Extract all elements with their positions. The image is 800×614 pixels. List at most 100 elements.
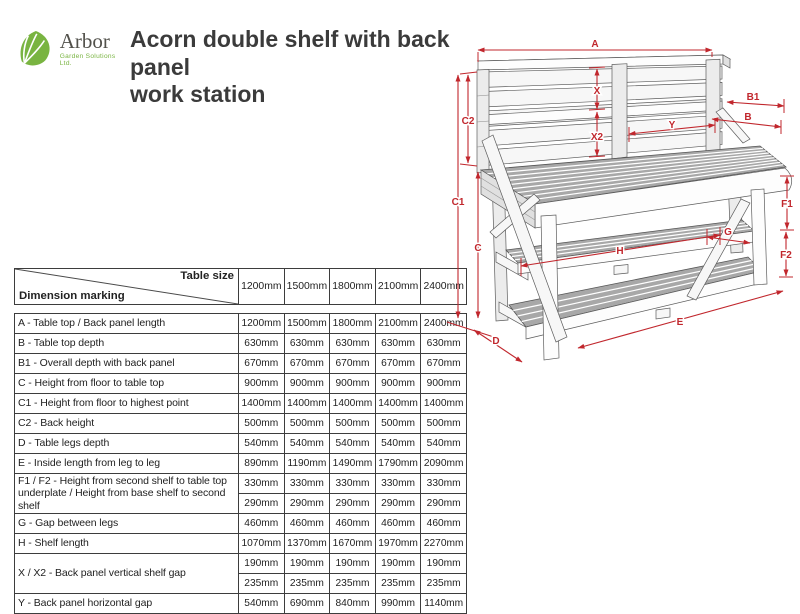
row-value: 1500mm bbox=[283, 313, 331, 334]
row-value: 1190mm bbox=[283, 453, 331, 474]
row-value: 1800mm bbox=[329, 313, 376, 334]
dim-label-H: H bbox=[616, 246, 623, 257]
row-value: 235mm bbox=[238, 573, 285, 594]
page-title: Acorn double shelf with back panel work … bbox=[130, 26, 500, 109]
row-value: 235mm bbox=[329, 573, 376, 594]
size-column-header: 1500mm bbox=[283, 268, 331, 305]
row-value: 900mm bbox=[329, 373, 376, 394]
middle-shelf bbox=[495, 219, 755, 281]
row-value: 670mm bbox=[374, 353, 422, 374]
brand-name: Arbor bbox=[59, 29, 110, 53]
row-value: 500mm bbox=[329, 413, 376, 434]
diagonal-divider bbox=[15, 269, 238, 304]
row-value: 540mm bbox=[420, 433, 467, 454]
row-value: 1400mm bbox=[374, 393, 422, 414]
row-value: 630mm bbox=[238, 333, 285, 354]
row-value: 1400mm bbox=[329, 393, 376, 414]
row-value: 330mm bbox=[238, 473, 285, 494]
row-value: 990mm bbox=[374, 593, 422, 614]
row-value: 1400mm bbox=[238, 393, 285, 414]
table-top bbox=[479, 145, 793, 239]
row-value: 460mm bbox=[283, 513, 331, 534]
row-label: C2 - Back height bbox=[14, 413, 239, 434]
dim-label-X: X bbox=[594, 86, 601, 97]
row-value: 670mm bbox=[329, 353, 376, 374]
row-value: 460mm bbox=[329, 513, 376, 534]
row-value: 290mm bbox=[283, 493, 331, 514]
row-value: 460mm bbox=[238, 513, 285, 534]
size-column-header: 2400mm bbox=[420, 268, 467, 305]
row-value: 2270mm bbox=[420, 533, 467, 554]
row-value: 1200mm bbox=[238, 313, 285, 334]
row-value: 1070mm bbox=[238, 533, 285, 554]
row-label: G - Gap between legs bbox=[14, 513, 239, 534]
dim-label-X2: X2 bbox=[591, 132, 604, 143]
row-value: 330mm bbox=[283, 473, 331, 494]
row-label: A - Table top / Back panel length bbox=[14, 313, 239, 334]
row-value: 190mm bbox=[329, 553, 376, 574]
row-value: 1140mm bbox=[420, 593, 467, 614]
dim-label-E: E bbox=[677, 317, 684, 328]
row-value: 900mm bbox=[420, 373, 467, 394]
base-shelf bbox=[498, 256, 763, 340]
row-value: 330mm bbox=[374, 473, 422, 494]
dim-label-A: A bbox=[591, 39, 598, 50]
row-label: D - Table legs depth bbox=[14, 433, 239, 454]
row-value: 630mm bbox=[374, 333, 422, 354]
row-label: B - Table top depth bbox=[14, 333, 239, 354]
row-value: 290mm bbox=[420, 493, 467, 514]
dim-label-C2: C2 bbox=[462, 116, 475, 127]
row-value: 290mm bbox=[329, 493, 376, 514]
page-title-line2: work station bbox=[130, 81, 266, 108]
row-value: 900mm bbox=[238, 373, 285, 394]
row-value: 670mm bbox=[420, 353, 467, 374]
row-value: 540mm bbox=[238, 433, 285, 454]
row-value: 900mm bbox=[374, 373, 422, 394]
row-value: 2400mm bbox=[420, 313, 467, 334]
row-value: 670mm bbox=[283, 353, 331, 374]
dim-label-F1: F1 bbox=[781, 199, 793, 210]
row-value: 540mm bbox=[329, 433, 376, 454]
size-column-header: 1200mm bbox=[238, 268, 285, 305]
dim-label-C1: C1 bbox=[452, 197, 465, 208]
row-value: 1670mm bbox=[329, 533, 376, 554]
page-title-line1: Acorn double shelf with back panel bbox=[130, 26, 450, 80]
row-value: 330mm bbox=[420, 473, 467, 494]
size-column-header: 1800mm bbox=[329, 268, 376, 305]
row-value: 190mm bbox=[283, 553, 331, 574]
dim-label-F2: F2 bbox=[780, 250, 792, 261]
row-value: 190mm bbox=[238, 553, 285, 574]
row-value: 1370mm bbox=[283, 533, 331, 554]
corner-label-table-size: Table size bbox=[180, 270, 234, 282]
left-diagonal-brace bbox=[481, 134, 568, 343]
dim-label-D: D bbox=[492, 336, 499, 347]
back-panel bbox=[476, 54, 751, 174]
row-value: 670mm bbox=[238, 353, 285, 374]
row-value: 2090mm bbox=[420, 453, 467, 474]
page: { "logo": { "brand": "Arbor", "subtitle"… bbox=[14, 26, 794, 614]
row-label: Y - Back panel horizontal gap bbox=[14, 593, 239, 614]
row-value: 500mm bbox=[238, 413, 285, 434]
back-right-leg bbox=[726, 150, 744, 254]
table-corner-cell: Table size Dimension marking bbox=[14, 268, 239, 305]
brand-subtitle: Garden Solutions Ltd. bbox=[59, 53, 116, 67]
row-value: 1490mm bbox=[329, 453, 376, 474]
dim-label-C: C bbox=[474, 243, 481, 254]
row-value: 290mm bbox=[238, 493, 285, 514]
row-value: 1970mm bbox=[374, 533, 422, 554]
row-value: 500mm bbox=[374, 413, 422, 434]
row-value: 1400mm bbox=[283, 393, 331, 414]
row-value: 500mm bbox=[420, 413, 467, 434]
